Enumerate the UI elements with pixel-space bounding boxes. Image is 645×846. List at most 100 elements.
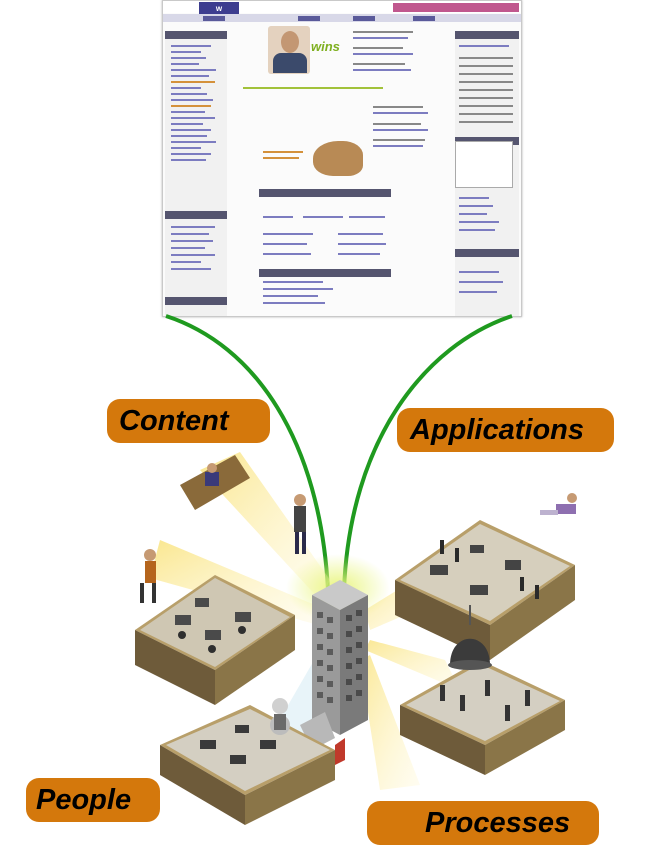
light-beam-bell <box>365 640 460 690</box>
portal-text-line <box>353 53 413 55</box>
person-figure-top-middle <box>294 494 306 554</box>
portal-text-line <box>171 240 213 242</box>
portal-text-line <box>263 302 325 304</box>
portal-text-line <box>459 73 513 75</box>
portal-text-line <box>171 135 207 137</box>
portal-text-line <box>459 45 509 47</box>
people-label-text: People <box>36 784 132 816</box>
portal-text-line <box>373 106 423 108</box>
portal-box-header <box>455 249 519 257</box>
portal-nav-item <box>203 16 225 21</box>
portal-text-line <box>459 57 513 59</box>
portal-nav-item <box>413 16 435 21</box>
portal-text-line <box>459 221 499 223</box>
bell-figure <box>448 605 492 670</box>
portal-text-line <box>171 69 216 71</box>
portal-dog-image <box>313 141 363 176</box>
portal-text-line <box>171 111 205 113</box>
connector-line-right <box>342 314 513 591</box>
portal-text-line <box>171 99 213 101</box>
person-figure-left <box>140 549 156 603</box>
portal-text-line <box>459 65 513 67</box>
applications-label-text: Applications <box>410 414 585 446</box>
portal-text-line <box>171 45 211 47</box>
portal-text-line <box>373 139 425 141</box>
portal-screenshot: w wins <box>162 0 522 317</box>
portal-text-line <box>338 243 386 245</box>
portal-text-line <box>171 226 215 228</box>
processes-label-text: Processes <box>425 807 571 839</box>
portal-calendar <box>455 141 513 188</box>
portal-text-line <box>459 197 489 199</box>
portal-greeting-bar <box>393 3 519 12</box>
portal-text-line <box>171 87 201 89</box>
portal-text-line <box>459 105 513 107</box>
processes-label: Processes <box>367 801 599 845</box>
portal-text-line <box>303 216 343 218</box>
portal-text-line <box>459 89 513 91</box>
portal-text-line <box>171 51 201 53</box>
portal-text-line <box>171 123 203 125</box>
portal-text-line <box>243 87 383 89</box>
portal-nav-item <box>353 16 375 21</box>
portal-text-line <box>459 291 497 293</box>
portal-text-line <box>373 112 428 114</box>
portal-text-line <box>459 281 503 283</box>
portal-text-line <box>459 121 513 123</box>
person-figure-lower-left <box>272 698 288 730</box>
portal-text-line <box>171 153 211 155</box>
portal-text-line <box>263 151 303 153</box>
applications-label: Applications <box>397 408 614 452</box>
portal-text-line <box>459 271 499 273</box>
portal-text-line <box>263 253 311 255</box>
portal-text-line <box>353 47 403 49</box>
portal-box-header <box>259 189 391 197</box>
portal-text-line <box>263 233 313 235</box>
people-label: People <box>26 778 160 822</box>
portal-text-line <box>459 113 513 115</box>
portal-text-line <box>263 281 323 283</box>
portal-box-header <box>455 31 519 39</box>
office-room-lower-right <box>400 660 565 775</box>
portal-logo: w <box>199 2 239 16</box>
portal-text-line <box>459 213 487 215</box>
portal-text-line <box>263 243 307 245</box>
light-beam-upper-left <box>200 452 330 600</box>
portal-nav-item <box>298 16 320 21</box>
portal-text-line <box>373 123 421 125</box>
portal-text-line <box>373 145 423 147</box>
portal-box-header <box>259 269 391 277</box>
person-figure-right <box>540 493 577 515</box>
content-label-text: Content <box>119 405 229 437</box>
portal-text-line <box>459 229 495 231</box>
portal-text-line <box>338 253 380 255</box>
portal-text-line <box>263 288 333 290</box>
portal-text-line <box>171 147 201 149</box>
portal-text-line <box>459 97 513 99</box>
portal-box-header <box>165 297 227 305</box>
portal-person-face <box>281 31 299 53</box>
portal-box-header <box>165 31 227 39</box>
office-room-right <box>395 520 575 660</box>
portal-text-line <box>338 233 383 235</box>
portal-wins-logo: wins <box>311 39 340 54</box>
portal-text-line <box>171 141 216 143</box>
portal-text-line <box>353 37 408 39</box>
portal-person-body <box>273 53 307 73</box>
portal-text-line <box>171 57 206 59</box>
portal-text-line <box>263 157 299 159</box>
portal-text-line <box>353 69 411 71</box>
content-label: Content <box>107 399 270 443</box>
portal-text-line <box>171 117 215 119</box>
portal-text-line <box>263 216 293 218</box>
portal-text-line <box>171 159 206 161</box>
portal-text-line <box>171 261 201 263</box>
office-room-lower-left <box>160 705 335 825</box>
portal-text-line <box>171 81 215 83</box>
portal-text-line <box>349 216 385 218</box>
portal-text-line <box>459 81 513 83</box>
portal-text-line <box>353 31 413 33</box>
portal-text-line <box>171 254 215 256</box>
portal-text-line <box>171 75 209 77</box>
